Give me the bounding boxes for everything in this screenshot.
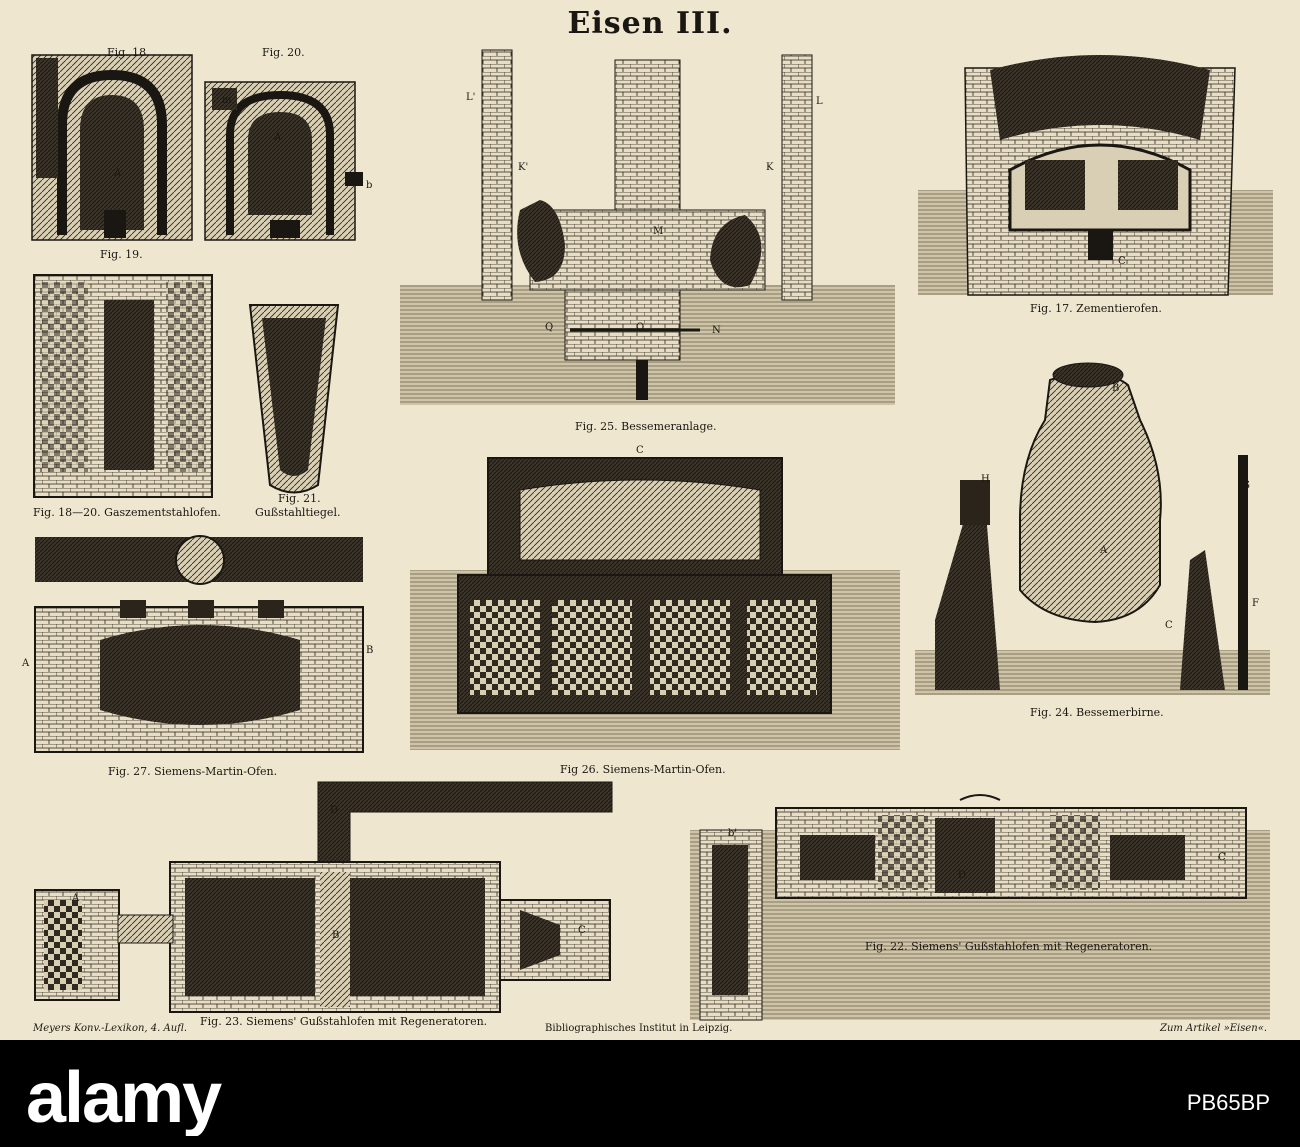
letter-c-fig22: C bbox=[1218, 852, 1226, 863]
caption-fig17: Fig. 17. Zementierofen. bbox=[1030, 302, 1162, 315]
letter-a-fig20: A bbox=[274, 132, 282, 143]
fig19-plan bbox=[33, 274, 213, 498]
letter-a-fig27-left: A bbox=[22, 658, 30, 669]
fig23-siemens-plan bbox=[34, 781, 613, 1013]
fig22-siemens-section bbox=[690, 794, 1270, 1021]
plate-sheet: Eisen III. Fig. 18. Fig. 20. Fig. 19. Fi… bbox=[0, 0, 1300, 1040]
letter-c-fig17: C bbox=[1118, 256, 1126, 267]
letter-a-fig23: A bbox=[72, 893, 80, 904]
fig20-furnace bbox=[204, 81, 363, 241]
letter-b-fig20: b bbox=[366, 180, 373, 191]
letter-n: N bbox=[712, 325, 721, 336]
footer-left: Meyers Konv.-Lexikon, 4. Aufl. bbox=[33, 1023, 188, 1034]
caption-fig23: Fig. 23. Siemens' Gußstahlofen mit Regen… bbox=[200, 1015, 488, 1028]
letter-lp: L' bbox=[466, 92, 476, 103]
plate-drawings bbox=[31, 49, 1273, 1021]
letter-a-fig24: A bbox=[1100, 545, 1108, 556]
letter-c-fig23: C bbox=[578, 925, 586, 936]
caption-fig21-title: Gußstahltiegel. bbox=[255, 506, 341, 519]
letter-o: O bbox=[636, 322, 645, 333]
letter-b-fig27: B bbox=[366, 645, 374, 656]
letter-q: Q bbox=[545, 322, 554, 333]
letter-d-fig22: D bbox=[958, 870, 967, 881]
caption-fig24: Fig. 24. Bessemerbirne. bbox=[1030, 706, 1164, 719]
letter-c-fig24: C bbox=[1165, 620, 1173, 631]
caption-fig26: Fig 26. Siemens-Martin-Ofen. bbox=[560, 763, 726, 776]
fig25-bessemer-plant bbox=[400, 49, 895, 405]
letter-m-fig20: m bbox=[222, 95, 232, 106]
letter-l: L bbox=[816, 96, 823, 107]
fig17-cementation-furnace bbox=[918, 55, 1273, 296]
letter-g: G bbox=[1242, 480, 1250, 491]
letter-m-fig25: M bbox=[653, 226, 664, 237]
caption-fig19: Fig. 19. bbox=[100, 248, 143, 261]
letter-h: H bbox=[981, 474, 990, 485]
letter-bp-fig22: b' bbox=[728, 828, 738, 839]
footer-center: Bibliographisches Institut in Leipzig. bbox=[545, 1023, 733, 1034]
fig26-siemens-martin-section bbox=[410, 457, 900, 750]
letter-kp: K' bbox=[518, 162, 529, 173]
caption-fig18-20: Fig. 18—20. Gaszementstahlofen. bbox=[33, 506, 221, 519]
watermark-bar bbox=[0, 1040, 1300, 1147]
caption-fig25: Fig. 25. Bessemeranlage. bbox=[575, 420, 717, 433]
caption-fig18: Fig. 18. bbox=[107, 46, 150, 59]
letter-f: F bbox=[1252, 598, 1259, 609]
fig27-siemens-martin-plan bbox=[34, 535, 364, 753]
letter-c-fig26: C bbox=[636, 445, 644, 456]
caption-fig27: Fig. 27. Siemens-Martin-Ofen. bbox=[108, 765, 278, 778]
letter-a-fig18: A bbox=[114, 168, 122, 179]
fig18-furnace bbox=[31, 54, 193, 241]
alamy-logo-text: alamy bbox=[26, 1058, 222, 1136]
letter-k: K bbox=[766, 162, 774, 173]
caption-fig20: Fig. 20. bbox=[262, 46, 305, 59]
letter-d-fig23: D bbox=[330, 805, 339, 816]
footer-right: Zum Artikel »Eisen«. bbox=[1160, 1023, 1268, 1034]
image-id: PB65BP bbox=[1186, 1090, 1270, 1115]
fig21-crucible bbox=[248, 304, 340, 494]
letter-b-fig23: B bbox=[332, 930, 340, 941]
plate-title: Eisen III. bbox=[567, 6, 733, 41]
alamy-logo: alamy bbox=[26, 1058, 224, 1136]
caption-fig21: Fig. 21. bbox=[278, 492, 321, 505]
caption-fig22: Fig. 22. Siemens' Gußstahlofen mit Regen… bbox=[865, 940, 1153, 953]
fig24-bessemer-converter bbox=[915, 362, 1270, 695]
letter-b-fig24: B bbox=[1112, 383, 1120, 394]
